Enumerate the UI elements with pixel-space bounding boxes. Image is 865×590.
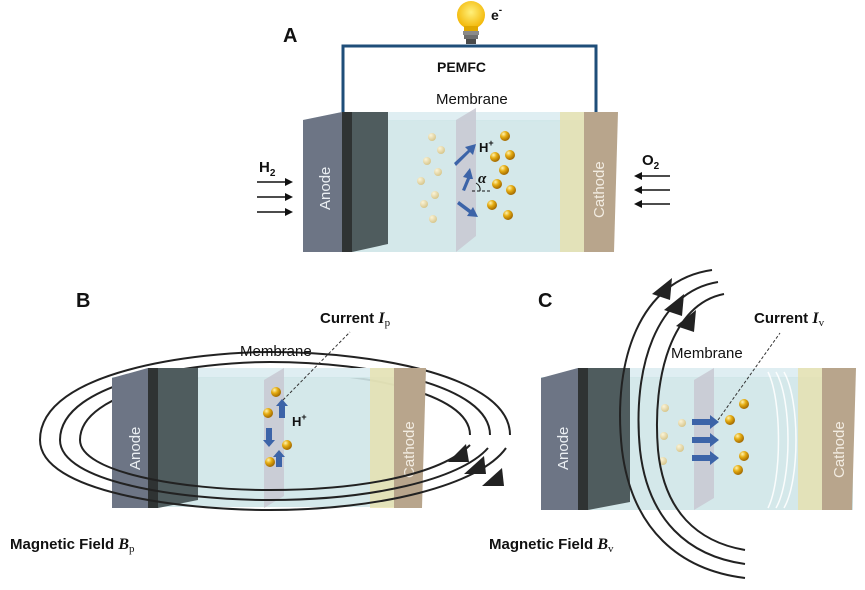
h2-label: H2 (259, 159, 276, 179)
field-arrowheads-b (448, 444, 504, 486)
proton-flow-arrows-a (454, 144, 478, 217)
anode-gdl-a (342, 112, 388, 252)
cathode-catalyst-a (560, 112, 590, 252)
electron-label: e- (491, 5, 502, 23)
proton-label-b: H+ (292, 412, 307, 429)
h2-inflow-arrows (257, 178, 293, 216)
membrane-label-b: Membrane (240, 343, 312, 360)
light-bulb-icon (457, 1, 485, 44)
pemfc-title: PEMFC (437, 59, 486, 75)
anode-label-b: Anode (127, 427, 144, 470)
magnetic-field-label-b: Magnetic Field Bp (10, 536, 135, 555)
angle-alpha-label: α (478, 171, 487, 187)
hydrogen-particles-a (417, 133, 445, 223)
field-lines-through-cell-c (767, 371, 797, 509)
current-arrows-c (692, 415, 719, 465)
field-arrowheads-c (652, 278, 696, 332)
anode-edge-b (148, 368, 158, 508)
proton-particles-b (263, 387, 292, 467)
cathode-catalyst-b (370, 368, 400, 508)
anode-label-c: Anode (555, 427, 572, 470)
cathode-plate-c (822, 368, 856, 510)
current-pointer-b (282, 331, 351, 401)
external-circuit-wire (341, 44, 602, 124)
cathode-label-b: Cathode (401, 421, 418, 478)
magnetic-field-loops-front-b (39, 439, 507, 512)
o2-inflow-arrows (634, 172, 670, 208)
anode-gdl-c (578, 368, 630, 510)
panel-b: B Membrane Anode Cathode H+ (10, 290, 511, 555)
proton-particles-a (487, 131, 516, 220)
magnetic-field-label-c: Magnetic Field Bv (489, 536, 614, 555)
cathode-catalyst-c (798, 368, 828, 510)
membrane-label-c: Membrane (671, 345, 743, 362)
membrane-label-a: Membrane (436, 91, 508, 108)
o2-label: O2 (642, 152, 660, 172)
panel-a-letter: A (283, 25, 297, 47)
cathode-plate-a (584, 112, 618, 252)
current-label-b: Current Ip (320, 310, 391, 329)
anode-edge-a (342, 112, 352, 252)
panel-a: A e- PEMFC Membrane Anode Cathode (257, 1, 670, 252)
anode-edge-c (578, 368, 588, 510)
current-arrows-b (263, 399, 288, 467)
membrane-a (456, 108, 476, 252)
proton-particles-c (725, 399, 749, 475)
faint-particles-c (659, 404, 686, 465)
panel-c: C Membrane Anode Cathode (489, 269, 856, 579)
proton-label-a: H+ (479, 138, 494, 155)
anode-plate-c (541, 368, 588, 510)
anode-plate-a (303, 112, 352, 252)
panel-b-letter: B (76, 290, 90, 312)
cathode-label-a: Cathode (591, 161, 608, 218)
panel-c-letter: C (538, 290, 552, 312)
anode-gdl-b (148, 368, 198, 508)
current-label-c: Current Iv (754, 310, 825, 329)
current-pointer-c (717, 332, 781, 421)
cathode-label-c: Cathode (831, 421, 848, 478)
angle-arc (475, 182, 481, 192)
anode-label-a: Anode (317, 167, 334, 210)
